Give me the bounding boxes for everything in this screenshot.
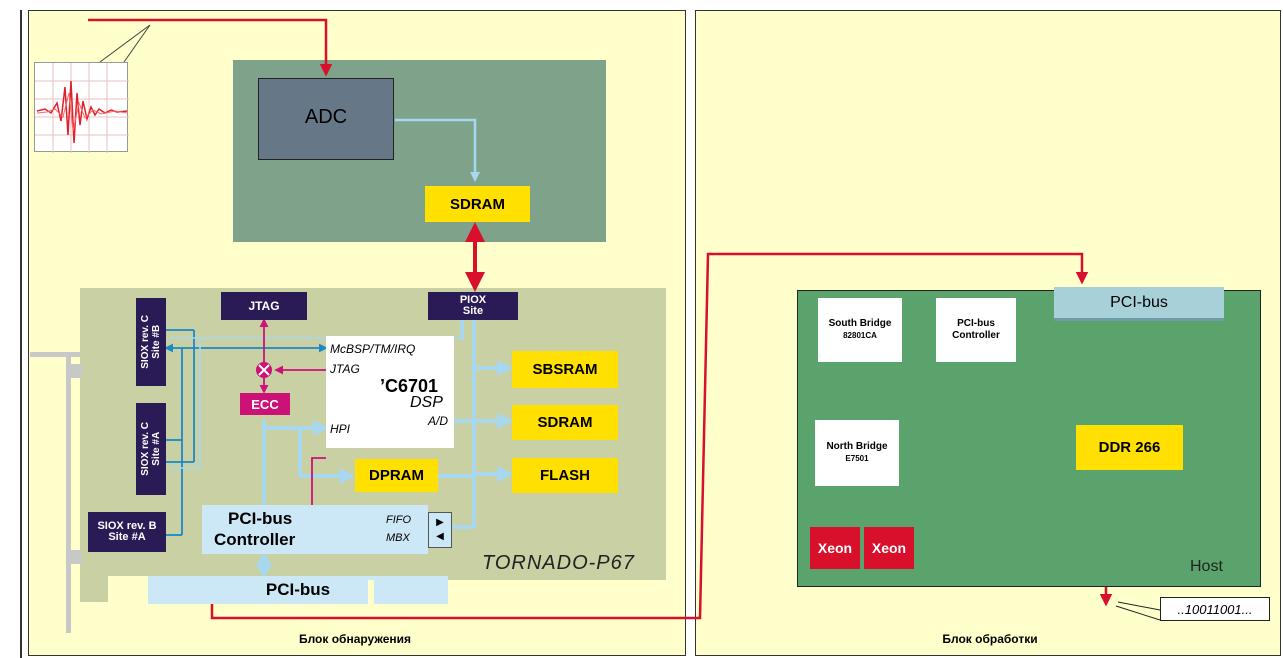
- fifo-mbx-buffer: ▶ ◀: [428, 512, 452, 548]
- card-pci-gap: [368, 580, 374, 604]
- card-pci-bus: PCI-bus: [148, 576, 448, 604]
- pci-controller-label-1: PCI-bus: [228, 509, 293, 528]
- north-bridge-model: E7501: [845, 454, 869, 463]
- mbx-label: MBX: [386, 532, 410, 544]
- flash-chip: FLASH: [512, 458, 618, 493]
- adc-chip: [258, 78, 394, 160]
- waveform-icon: [35, 63, 129, 153]
- host-label: Host: [1190, 558, 1223, 575]
- dsp-hpi-port: HPI: [330, 422, 351, 436]
- siox-c-a-line2: Site #A: [151, 432, 162, 466]
- adc-label: ADC: [304, 106, 348, 128]
- north-bridge-label: North Bridge: [826, 441, 888, 452]
- siox-c-b-line2: Site #B: [151, 325, 162, 359]
- processing-caption: Блок обработки: [942, 632, 1038, 646]
- piox-chip: PIOX Site: [428, 292, 518, 320]
- ecc-chip: ECC: [240, 393, 290, 415]
- host-pci-controller: PCI-bus Controller: [936, 298, 1016, 362]
- piox-site-label: Site: [462, 305, 484, 317]
- adc-sdram-chip: SDRAM: [425, 186, 530, 222]
- dpram-chip: DPRAM: [355, 459, 438, 492]
- siox-c-a-line1: SIOX rev. C: [140, 422, 151, 476]
- siox-c-b-line1: SIOX rev. C: [140, 315, 151, 369]
- siox-b-a-line2: Site #A: [108, 531, 146, 543]
- jtag-label: JTAG: [248, 298, 280, 313]
- host-pci-bus-label: PCI-bus: [1110, 293, 1168, 311]
- left-border-line: [20, 10, 22, 658]
- dsp-ports-top: McBSP/TM/IRQ: [330, 342, 416, 356]
- bracket-tab-2: [66, 550, 82, 564]
- card-pci-bus-label: PCI-bus: [265, 580, 331, 599]
- host-pci-bus: PCI-bus: [1054, 287, 1224, 321]
- jtag-chip: JTAG: [221, 292, 307, 320]
- sbsram-chip: SBSRAM: [512, 351, 618, 388]
- ecc-label: ECC: [251, 396, 279, 412]
- siox-b-site-a: SIOX rev. B Site #A: [88, 512, 166, 552]
- dsp-jtag-port: JTAG: [330, 362, 360, 376]
- dsp-type: DSP: [410, 394, 443, 411]
- bracket-tab-1: [66, 364, 82, 378]
- dsp-chip: [326, 336, 454, 448]
- host-pci-controller-label-2: Controller: [952, 330, 1000, 341]
- card-notch-2: [448, 580, 668, 606]
- pci-controller-label-2: Controller: [214, 530, 296, 549]
- output-bits: ..10011001...: [1160, 597, 1270, 621]
- pci-controller-card: [202, 505, 428, 554]
- piox-label: PIOX: [459, 294, 487, 306]
- siox-b-a-line1: SIOX rev. B: [97, 520, 157, 532]
- board-name: TORNADO-P67: [482, 552, 635, 574]
- host-pci-controller-label-1: PCI-bus: [957, 318, 995, 329]
- sdram-chip: SDRAM: [512, 405, 618, 440]
- ddr-chip: DDR 266: [1076, 425, 1183, 470]
- card-notch: [108, 576, 148, 606]
- bracket-top: [30, 352, 80, 357]
- south-bridge: South Bridge 82801CA: [818, 298, 902, 362]
- signal-waveform-thumbnail: [34, 62, 129, 153]
- bracket-vertical: [66, 355, 71, 633]
- fifo-label: FIFO: [386, 514, 412, 526]
- detection-caption: Блок обнаружения: [298, 632, 412, 646]
- xeon-cpu-2: Xeon: [864, 527, 914, 569]
- right-arrow-icon: ▶: [436, 517, 444, 528]
- left-arrow-icon: ◀: [436, 531, 444, 542]
- dsp-name: ’C6701: [380, 376, 439, 396]
- south-bridge-model: 82801CA: [843, 331, 877, 340]
- dsp-ad-port: A/D: [428, 414, 449, 428]
- south-bridge-label: South Bridge: [828, 318, 892, 329]
- north-bridge: North Bridge E7501: [815, 420, 899, 486]
- xeon-cpu-1: Xeon: [810, 527, 860, 569]
